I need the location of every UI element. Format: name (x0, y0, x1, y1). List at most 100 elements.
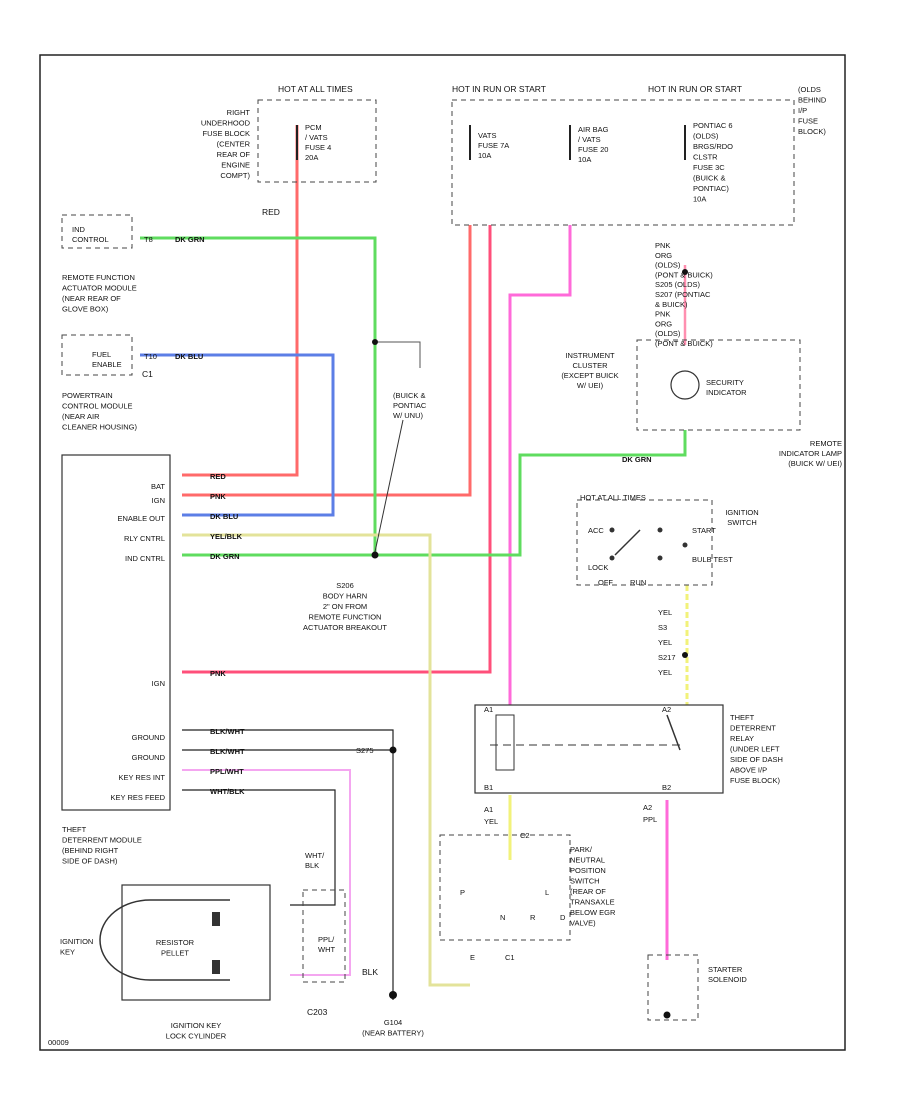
clusterwires-line: S207 (PONTIAC (655, 290, 711, 299)
clusterwires-line: S205 (OLDS) (655, 280, 701, 289)
pcm-pin-label: IGN (152, 496, 165, 505)
switch-position-label: BULB TEST (692, 555, 733, 564)
wire-pink-ign2 (182, 225, 492, 674)
wire-pink-airbag (508, 225, 572, 705)
pns-position-label: C2 (520, 831, 530, 840)
pcm-pin-label: KEY RES FEED (111, 793, 166, 802)
wire-code-key-feed: WHT/BLK (210, 787, 245, 796)
key-contact-bot (212, 960, 220, 974)
splice-line: ACTUATOR BREAKOUT (303, 623, 387, 632)
wire-red-bat (182, 125, 299, 477)
clusterfuse-line: PONTIAC) (693, 184, 729, 193)
fuse-block-box (451, 99, 795, 226)
pcm-pin-label: RLY CNTRL (124, 534, 165, 543)
relay-line: DETERRENT (730, 724, 776, 733)
yelwires-line: YEL (658, 638, 672, 647)
leftfuse-line: ENGINE (221, 161, 250, 170)
starter-box (647, 954, 699, 1021)
pin-ind: T8 (144, 235, 153, 244)
airbagfuse-line: 10A (578, 155, 591, 164)
remoteind-line: (BUICK W/ UEI) (788, 459, 842, 468)
splice-dot (682, 652, 688, 658)
switch-position-label: OFF (598, 578, 613, 587)
rfa-line: REMOTE FUNCTION (62, 273, 135, 282)
wire-leader (378, 341, 421, 368)
pplwht-line: PPL/ (318, 935, 335, 944)
pns-position-label: N (500, 913, 505, 922)
pns-line: PARK/ (570, 845, 593, 854)
pcm-pin-label: ENABLE OUT (117, 514, 165, 523)
resistor-line: RESISTOR (156, 938, 195, 947)
theftmod-line: DETERRENT MODULE (62, 836, 142, 845)
pin-fuel: T10 (144, 352, 157, 361)
leftfuse-line: REAR OF (217, 150, 251, 159)
g104-line: G104 (384, 1018, 402, 1027)
relay-pin-label: B1 (484, 783, 493, 792)
fuseblock-line: (OLDS (798, 85, 821, 94)
pcmlabel-line: CLEANER HOUSING) (62, 423, 138, 432)
theftmod-line: THEFT (62, 825, 87, 834)
leader-line (374, 419, 404, 553)
pplwht-line: WHT (318, 945, 335, 954)
pcmfuse-line: PCM (305, 123, 322, 132)
relay-pin-label: A2 (662, 705, 671, 714)
red-label: RED (262, 207, 280, 217)
dk-grn-right: DK GRN (622, 455, 652, 464)
splice-dot (371, 551, 379, 559)
yelwires-line: YEL (658, 608, 672, 617)
pns-position-label: L (545, 888, 549, 897)
wire-ppl-key (182, 769, 351, 976)
wire-ground1 (182, 729, 394, 1000)
leftfuse-line: (CENTER (217, 140, 251, 149)
key-shape (99, 899, 230, 981)
labels: HOT AT ALL TIMES HOT IN RUN OR START HOT… (48, 84, 843, 1047)
vatsfuse-line: VATS (478, 131, 496, 140)
yelwires-line: S3 (658, 623, 667, 632)
airbagfuse-line: FUSE 20 (578, 145, 608, 154)
rfa-line: ACTUATOR MODULE (62, 284, 137, 293)
cluster-box (636, 339, 801, 431)
pns-position-label: C1 (505, 953, 515, 962)
ground-dot (389, 991, 397, 999)
instcluster-line: W/ UEI) (577, 381, 604, 390)
fuelenable-line: ENABLE (92, 360, 122, 369)
pplright-line: A2 (643, 803, 652, 812)
fuseblock-line: FUSE (798, 117, 818, 126)
fuseblock-line: I/P (798, 106, 807, 115)
splice-line: S206 (336, 581, 354, 590)
fuelenable-line: FUEL (92, 350, 111, 359)
key-cylinder-box (121, 884, 271, 1001)
relay-pin-label: B2 (662, 783, 671, 792)
leftfuse-line: UNDERHOOD (201, 119, 251, 128)
relay-coil (495, 714, 515, 771)
wire-yellow-rly (182, 533, 470, 987)
switch-dot (657, 555, 663, 561)
secind-line: INDICATOR (706, 388, 747, 397)
switch-dot (609, 527, 615, 533)
relay-line: (UNDER LEFT (730, 745, 780, 754)
relay-line: THEFT (730, 713, 755, 722)
switch-hot-all: HOT AT ALL TIMES (580, 493, 646, 502)
pcm-box (61, 454, 171, 811)
leftfuse-line: FUSE BLOCK (202, 129, 250, 138)
pcm-pin-label: GROUND (132, 753, 166, 762)
clusterfuse-line: 10A (693, 195, 706, 204)
airbagfuse-line: AIR BAG (578, 125, 609, 134)
c1-label: C1 (142, 369, 153, 379)
